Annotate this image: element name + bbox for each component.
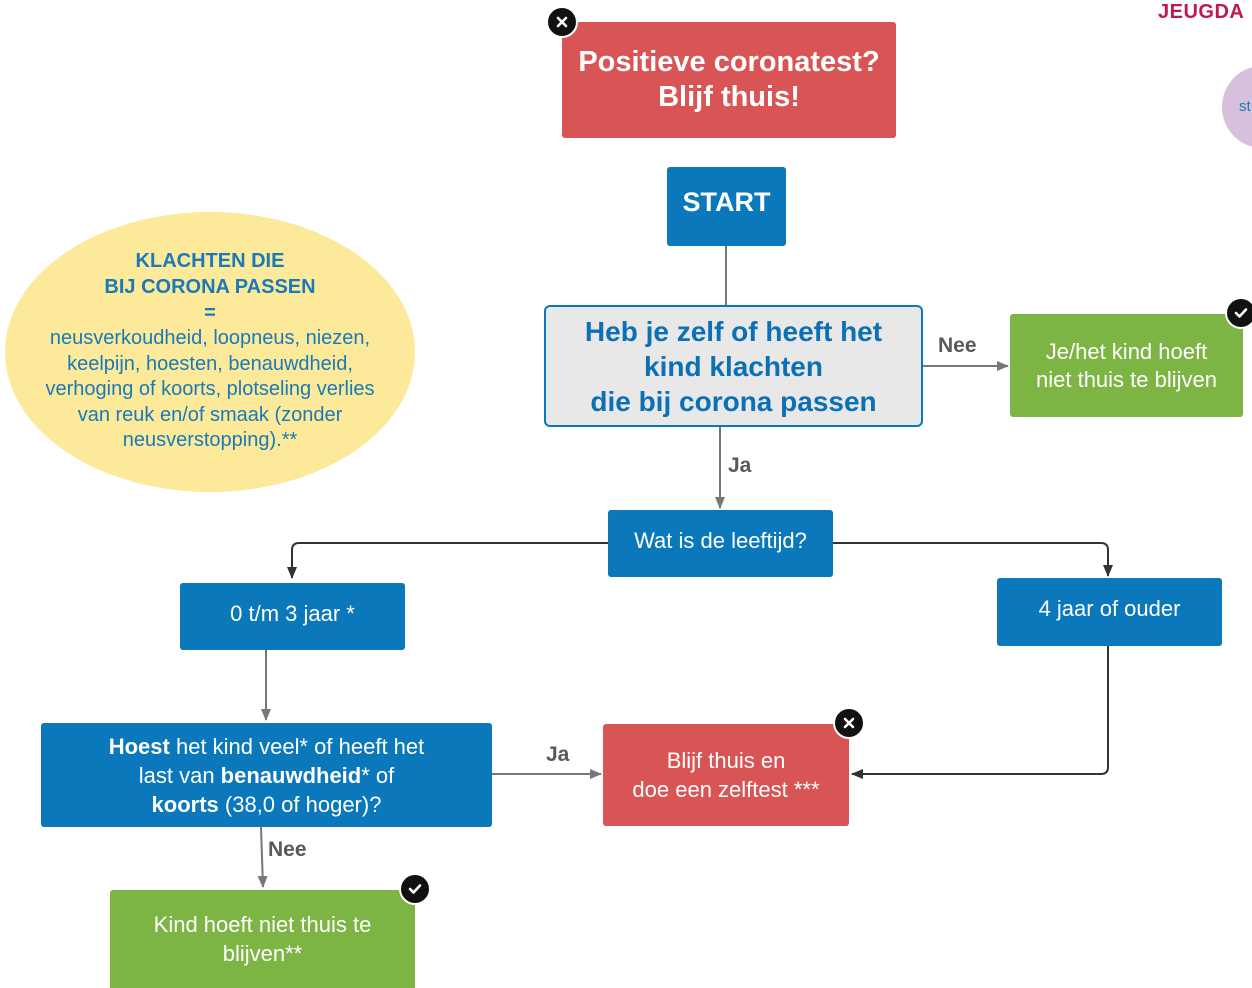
symptom-fever-bold: koorts bbox=[151, 791, 219, 817]
symptom-line1-text: het kind veel* of heeft het bbox=[169, 733, 425, 759]
close-icon bbox=[546, 6, 578, 38]
child-ok-line2: blijven** bbox=[222, 941, 303, 966]
symptom-question-line3: koorts (38,0 of hoger)? bbox=[152, 790, 382, 819]
positive-test-warning: Positieve coronatest? Blijf thuis! bbox=[562, 22, 896, 138]
question-complaints-line2: kind klachten bbox=[644, 350, 823, 382]
complaints-ellipse: KLACHTEN DIE BIJ CORONA PASSEN = neusver… bbox=[5, 212, 415, 492]
no-complaints-line2: niet thuis te blijven bbox=[1036, 366, 1217, 392]
edge-label-nee-top: Nee bbox=[938, 334, 977, 357]
check-icon bbox=[1225, 297, 1252, 329]
complaints-body-line5: neusverstopping).** bbox=[122, 429, 298, 451]
age-young-label: 0 t/m 3 jaar * bbox=[230, 600, 355, 626]
complaints-body-line2: keelpijn, hoesten, benauwdheid, bbox=[67, 352, 353, 375]
positive-test-line2: Blijf thuis! bbox=[658, 81, 800, 113]
age-old-label: 4 jaar of ouder bbox=[1038, 596, 1181, 621]
child-ok-line1: Kind hoeft niet thuis te bbox=[153, 912, 372, 937]
symptom-breath-bold: benauwdheid bbox=[220, 762, 362, 788]
complaints-title-line2: BIJ CORONA PASSEN bbox=[104, 276, 316, 298]
stay-home-line1: Blijf thuis en bbox=[666, 748, 786, 773]
child-ok-result: Kind hoeft niet thuis te blijven** bbox=[110, 890, 415, 988]
symptom-line2-tail: * of bbox=[361, 762, 395, 788]
symptom-question-line2: last van benauwdheid* of bbox=[139, 761, 395, 790]
question-complaints: Heb je zelf of heeft het kind klachten d… bbox=[544, 305, 923, 427]
symptom-question: Hoest het kind veel* of heeft het last v… bbox=[41, 723, 492, 827]
check-icon bbox=[399, 873, 431, 905]
positive-test-line1: Positieve coronatest? bbox=[578, 46, 880, 78]
edge-label-ja-mid: Ja bbox=[546, 743, 570, 766]
complaints-body-line4: van reuk en/of smaak (zonder bbox=[77, 403, 343, 426]
age-question-label: Wat is de leeftijd? bbox=[634, 527, 807, 553]
arrow-age-to-old bbox=[832, 542, 1113, 577]
question-complaints-line1: Heb je zelf of heeft het bbox=[584, 315, 883, 347]
age-old-node: 4 jaar of ouder bbox=[997, 578, 1222, 646]
age-young-node: 0 t/m 3 jaar * bbox=[180, 583, 405, 650]
side-bubble-text: st bbox=[1239, 98, 1251, 115]
symptom-line3-text: (38,0 of hoger)? bbox=[218, 791, 382, 817]
question-complaints-line3: die bij corona passen bbox=[590, 385, 877, 417]
brand-logo-text: JEUGDA bbox=[1158, 1, 1245, 23]
arrow-symptoms-to-child-ok bbox=[257, 826, 268, 888]
arrow-age-to-young bbox=[287, 542, 608, 579]
stay-home-line2: doe een zelftest *** bbox=[632, 777, 820, 802]
complaints-body-line1: neusverkoudheid, loopneus, niezen, bbox=[49, 327, 371, 349]
complaints-title-line1: KLACHTEN DIE bbox=[135, 250, 285, 272]
complaints-body-line3: verhoging of koorts, plotseling verlies bbox=[45, 378, 375, 400]
arrow-old-to-stay-home bbox=[851, 646, 1109, 779]
symptom-question-line1: Hoest het kind veel* of heeft het bbox=[109, 732, 425, 761]
symptom-cough-bold: Hoest bbox=[108, 733, 170, 759]
complaints-equals: = bbox=[204, 302, 216, 324]
stay-home-result: Blijf thuis en doe een zelftest *** bbox=[603, 724, 849, 826]
symptom-line2-text: last van bbox=[138, 762, 221, 788]
edge-label-nee-bottom: Nee bbox=[268, 838, 307, 861]
no-complaints-result: Je/het kind hoeft niet thuis te blijven bbox=[1010, 314, 1243, 417]
no-complaints-line1: Je/het kind hoeft bbox=[1045, 338, 1208, 364]
start-node: START bbox=[667, 167, 786, 246]
edge-label-ja-top: Ja bbox=[728, 454, 752, 477]
close-icon bbox=[833, 707, 865, 739]
age-question: Wat is de leeftijd? bbox=[608, 510, 833, 577]
start-label: START bbox=[682, 187, 771, 217]
